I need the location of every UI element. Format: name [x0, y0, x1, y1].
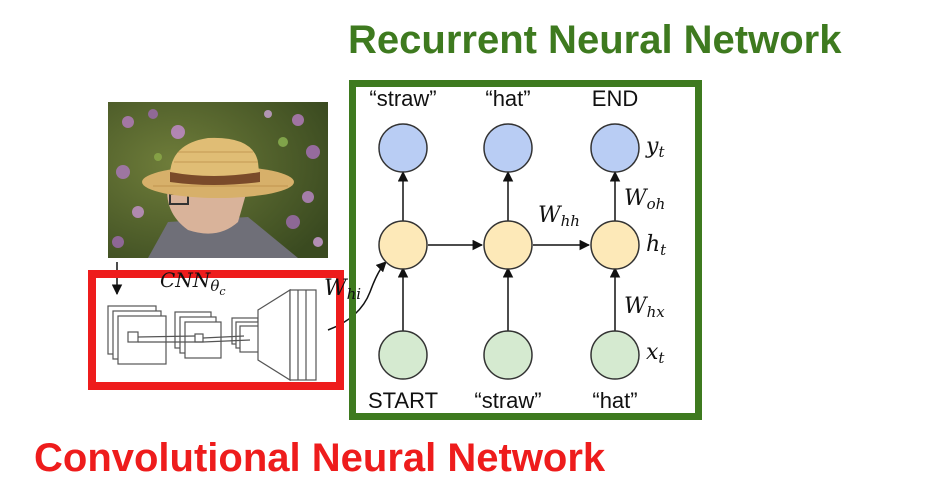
input-node-1 [378, 330, 428, 380]
input-node-2 [483, 330, 533, 380]
hidden-node-1 [378, 220, 428, 270]
output-word-3: END [591, 86, 639, 111]
label-w-oh: Woh [624, 186, 666, 213]
cnn-title: Convolutional Neural Network [34, 436, 606, 480]
output-node-2 [483, 123, 533, 173]
hidden-node-3 [590, 220, 640, 270]
input-photo [108, 102, 328, 258]
rnn-frame [349, 80, 702, 420]
man-in-straw-hat-photo [108, 102, 328, 258]
input-word-2: “straw” [474, 388, 542, 413]
label-x-t: xt [646, 340, 665, 367]
cnn-layers-drawing [107, 288, 317, 382]
output-node-3 [590, 123, 640, 173]
output-word-1: “straw” [369, 86, 437, 111]
cnn-to-hidden-arrow [327, 261, 387, 331]
label-w-hx: Whx [624, 294, 665, 321]
output-node-1 [378, 123, 428, 173]
input-word-3: “hat” [592, 388, 638, 413]
label-cnn: CNNθc [160, 268, 226, 298]
label-w-hh: Whh [538, 203, 580, 230]
input-word-1: START [367, 388, 439, 413]
hidden-node-2 [483, 220, 533, 270]
input-node-3 [590, 330, 640, 380]
output-word-2: “hat” [485, 86, 531, 111]
label-w-hi: Whi [324, 276, 362, 303]
rnn-title: Recurrent Neural Network [348, 18, 842, 62]
cnn-frame [88, 270, 344, 390]
label-h-t: ht [646, 232, 667, 259]
label-y-t: yt [646, 134, 665, 161]
